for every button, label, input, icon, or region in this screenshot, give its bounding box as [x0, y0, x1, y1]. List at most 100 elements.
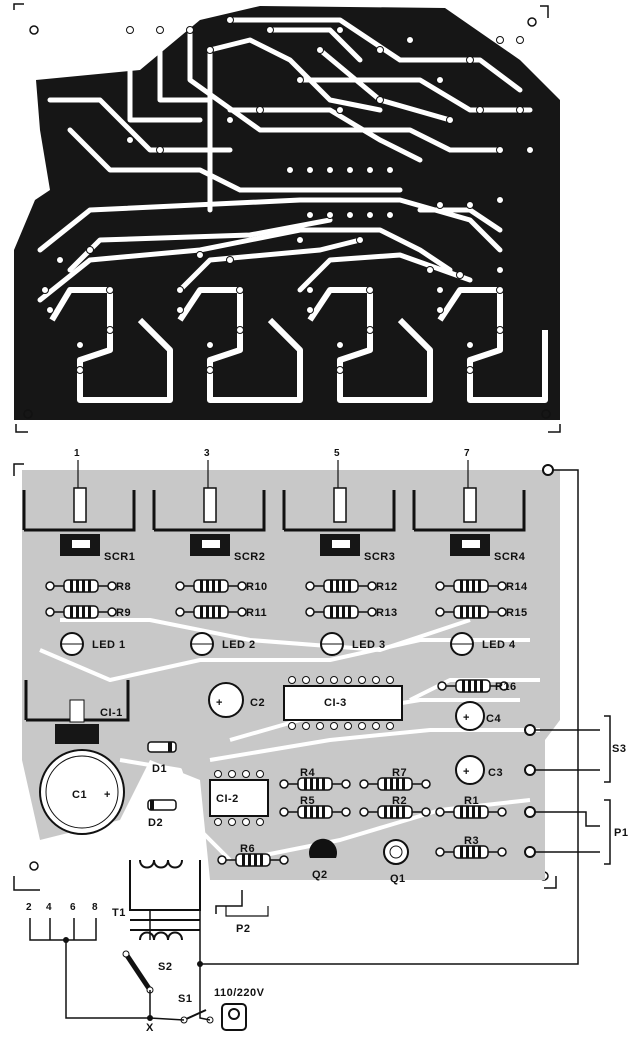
c1-plus: + [104, 789, 111, 801]
resistor-band [254, 854, 257, 866]
resistor-pad [499, 681, 509, 691]
resistor-band [402, 806, 405, 818]
pad [226, 16, 234, 24]
resistor-band [218, 580, 221, 592]
led-label: LED 3 [352, 639, 386, 651]
pad [296, 236, 304, 244]
s3-p1-wiring [530, 715, 611, 865]
pad [76, 366, 84, 374]
ci3-pin [358, 676, 366, 684]
pad [296, 76, 304, 84]
trace-gap [47, 97, 233, 153]
resistor-label: R6 [240, 843, 255, 855]
resistor-band [212, 580, 215, 592]
resistor-label: R15 [506, 607, 528, 619]
resistor-band [472, 606, 475, 618]
pad [106, 286, 114, 294]
pad [386, 211, 394, 219]
resistor-pad [107, 581, 117, 591]
corner-mark [540, 5, 549, 18]
pad [226, 116, 234, 124]
s2-contact [122, 950, 130, 958]
ci3-pin [386, 676, 394, 684]
pad [126, 26, 134, 34]
pad [366, 326, 374, 334]
resistor-pad [341, 779, 351, 789]
pad [196, 251, 204, 259]
c2-plus: + [216, 697, 223, 709]
led-label: LED 2 [222, 639, 256, 651]
trace-gap [209, 728, 540, 762]
pad [336, 106, 344, 114]
s1-switch [183, 1009, 207, 1021]
junction-dot [63, 937, 69, 943]
resistor-pad [45, 607, 55, 617]
resistor [455, 679, 491, 693]
d1-label: D1 [152, 763, 167, 775]
resistor-band [76, 580, 79, 592]
q1-transistor [383, 839, 409, 865]
scr-bay [49, 287, 173, 403]
junction-dot [147, 1015, 153, 1021]
s1-label: S1 [178, 993, 192, 1005]
resistor-pad [421, 807, 431, 817]
ci3-chip [283, 685, 403, 721]
d2-band [150, 800, 154, 810]
resistor-band [200, 580, 203, 592]
resistor-pad [305, 581, 315, 591]
pad [206, 46, 214, 54]
resistor-band [206, 606, 209, 618]
resistor-band [384, 778, 387, 790]
resistor-band [460, 806, 463, 818]
c3-capacitor [455, 755, 485, 785]
scr-stud [203, 487, 217, 523]
trace-gap [67, 127, 403, 193]
resistor-band [474, 680, 477, 692]
pad [456, 271, 464, 279]
ci2-pin [214, 770, 222, 778]
resistor-label: R13 [376, 607, 398, 619]
resistor-label: R3 [464, 835, 479, 847]
resistor-label: R5 [300, 795, 315, 807]
copper-area [14, 6, 560, 420]
resistor-pad [175, 607, 185, 617]
c3-label: C3 [488, 767, 503, 779]
scr-heatsink [412, 490, 526, 532]
scr-heatsink [22, 490, 136, 532]
trace-gap [119, 758, 232, 862]
resistor [377, 805, 413, 819]
resistor-pad [279, 855, 289, 865]
c2-label: C2 [250, 697, 265, 709]
d2-label: D2 [148, 817, 163, 829]
scr-label: SCR3 [364, 551, 395, 563]
resistor-pad [237, 581, 247, 591]
resistor-band [304, 778, 307, 790]
pad [56, 256, 64, 264]
resistor-band [336, 606, 339, 618]
resistor [453, 605, 489, 619]
pad [386, 166, 394, 174]
pad [206, 341, 214, 349]
ci3-label: CI-3 [324, 697, 347, 709]
pad [496, 146, 504, 154]
output-label: 4 [46, 902, 52, 913]
c1-capacitor [39, 749, 125, 835]
ci3-pin [288, 722, 296, 730]
trace-gap [409, 678, 540, 702]
pad [336, 341, 344, 349]
resistor-band [248, 854, 251, 866]
trace-gap [297, 77, 533, 113]
pad [496, 286, 504, 294]
mount-hole [23, 409, 33, 419]
c4-capacitor [455, 701, 485, 731]
scr-heatsink [282, 490, 396, 532]
trace-gap [177, 237, 363, 293]
ci2-pin [242, 818, 250, 826]
pad [496, 36, 504, 44]
pad [226, 256, 234, 264]
d2-diode [147, 799, 177, 811]
d1-band [168, 742, 172, 752]
mains-plug-pin [228, 1008, 240, 1020]
resistor [453, 579, 489, 593]
resistor-pad [435, 807, 445, 817]
